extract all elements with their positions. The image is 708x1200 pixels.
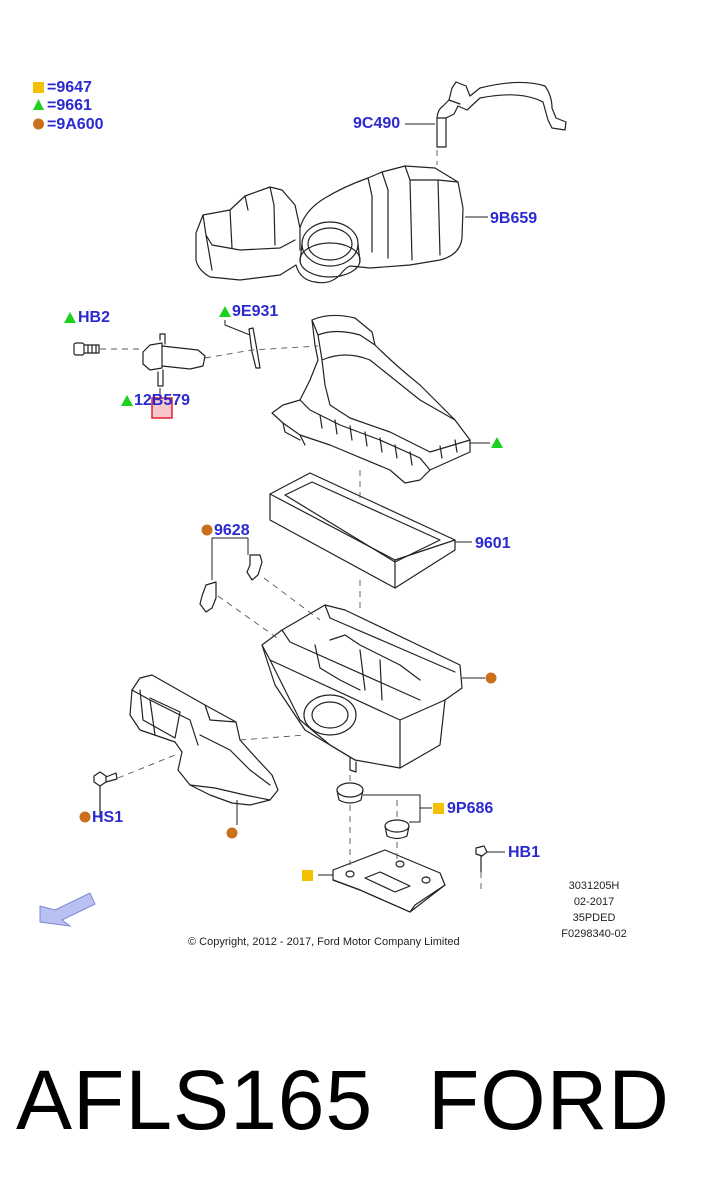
bolt-hb1-part (475, 845, 488, 873)
label-hs1: HS1 (92, 809, 124, 826)
marker-square-icon (302, 870, 313, 881)
label-9601: 9601 (475, 535, 511, 552)
exploded-parts-diagram (33, 81, 567, 927)
legend-code-text: 9661 (56, 97, 92, 114)
caption-brand: FORD (428, 1053, 670, 1147)
marker-triangle-icon (491, 437, 503, 448)
bolt-hs1-part (93, 771, 118, 813)
marker-circle-icon (79, 811, 91, 823)
label-9628: 9628 (214, 522, 250, 539)
gasket-9e931-part (248, 327, 261, 369)
clips-9628-part (199, 554, 263, 613)
legend-code-text: 9A600 (56, 116, 104, 133)
legend-code-9a600: =9A600 (47, 116, 104, 133)
marker-circle-icon (485, 672, 497, 684)
label-9p686: 9P686 (447, 800, 494, 817)
label-9b659: 9B659 (490, 210, 538, 227)
label-hb1: HB1 (508, 844, 541, 861)
copyright-text: © Copyright, 2012 - 2017, Ford Motor Com… (188, 936, 460, 948)
label-hb2: HB2 (78, 309, 111, 326)
arrow-icon (39, 892, 96, 927)
label-12b579: 12B579 (134, 392, 191, 409)
meta-line-4: F0298340-02 (561, 928, 627, 940)
legend-circle-icon (33, 118, 44, 130)
bolt-hb2-part (73, 342, 100, 356)
legend-triangle-icon (33, 99, 44, 110)
legend-code-9647: =9647 (47, 79, 92, 96)
marker-triangle-icon (121, 395, 133, 406)
air-filter-part (269, 472, 456, 589)
legend-square-icon (33, 82, 44, 93)
meta-line-2: 02-2017 (573, 896, 615, 908)
caption-part-number: AFLS165 (16, 1053, 374, 1147)
tube-9c490-part (436, 81, 567, 148)
label-9c490: 9C490 (353, 115, 401, 132)
meta-line-1: 3031205H (568, 880, 620, 892)
mounting-bracket-part (332, 849, 446, 913)
grommets-9p686-part (336, 782, 410, 840)
label-9e931: 9E931 (232, 303, 279, 320)
legend-code-text: 9647 (56, 79, 92, 96)
mass-airflow-sensor-part (142, 333, 206, 387)
marker-square-icon (433, 803, 444, 814)
air-cleaner-outlet-part (195, 165, 464, 284)
marker-triangle-icon (219, 306, 231, 317)
marker-circle-icon (226, 827, 238, 839)
air-inlet-duct-part (129, 674, 279, 806)
document-meta: 3031205H 02-2017 35PDED F0298340-02 (548, 878, 640, 942)
air-cleaner-body-part (261, 604, 463, 773)
marker-circle-icon (201, 524, 213, 536)
highlight-box (151, 397, 173, 419)
air-cleaner-cover-part (271, 314, 471, 484)
marker-triangle-icon (64, 312, 76, 323)
legend-code-9661: =9661 (47, 97, 92, 114)
meta-line-3: 35PDED (572, 912, 616, 924)
